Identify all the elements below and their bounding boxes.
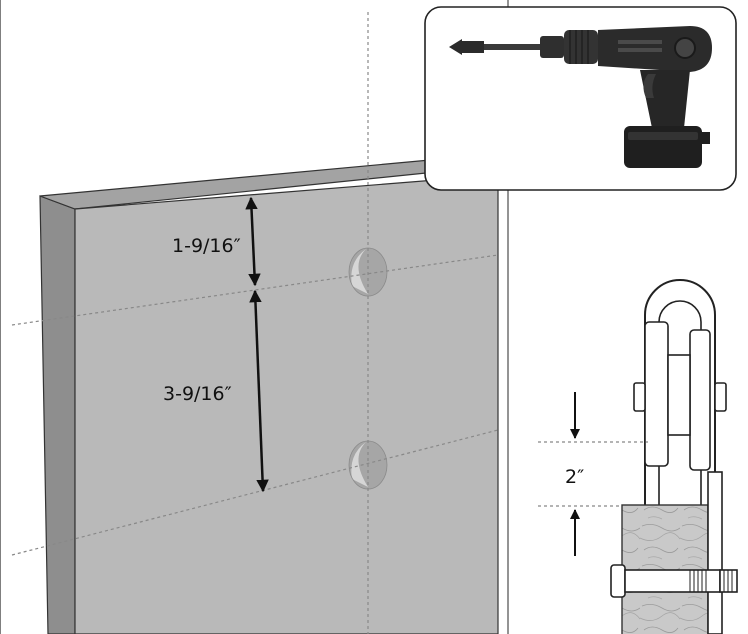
tool-inset (424, 6, 737, 191)
clearance-label: 2″ (565, 466, 584, 488)
strap-flat (707, 471, 723, 634)
hanger-detail-view: 2″ (538, 279, 738, 634)
door-side-edge (39, 195, 76, 634)
hanger-strap (644, 279, 716, 634)
wheel-plate-right (689, 329, 711, 471)
door-face (74, 174, 499, 634)
dimension-arrow-middle (249, 289, 269, 493)
dimension-arrow-top (245, 196, 261, 287)
axle-nub-right (714, 382, 727, 412)
cordless-drill-with-spade-bit-icon (449, 26, 712, 168)
horizontal-guide-line-upper (11, 254, 499, 326)
dimension-label-top: 1-9/16″ (172, 235, 241, 257)
dimension-label-middle: 3-9/16″ (163, 383, 232, 405)
hanger-strap-inner (658, 300, 702, 634)
bolt-icon (610, 564, 738, 598)
axle-nub-left (633, 382, 646, 412)
wheel-plate-left (644, 321, 669, 467)
wheel-hub (667, 354, 691, 436)
door-panel-view: 1-9/16″ 3-9/16″ (0, 0, 499, 634)
